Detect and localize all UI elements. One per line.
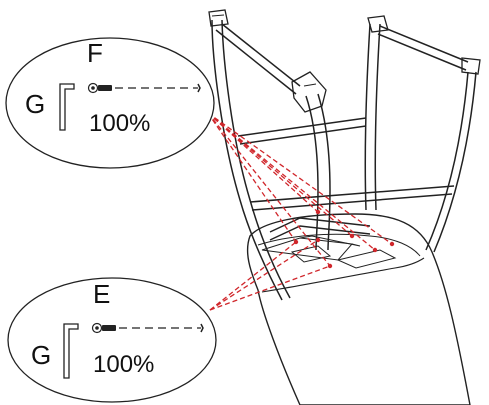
allen-key-icon — [63, 323, 79, 379]
leader-lines-bottom — [209, 239, 331, 311]
torque-label: 100% — [89, 110, 150, 137]
fastening-points — [293, 209, 395, 269]
part-letter: F — [87, 38, 103, 68]
bolt-icon — [91, 322, 116, 334]
callout-bottom: E G 100% — [7, 277, 217, 403]
seat-cushion — [246, 213, 471, 405]
callout-top: F G 100% — [5, 37, 215, 169]
bolt-icon — [87, 82, 112, 94]
torque-label: 100% — [93, 351, 154, 378]
allen-key-icon — [59, 83, 75, 131]
part-letter: E — [93, 279, 110, 309]
tool-letter: G — [31, 340, 51, 370]
chair-frame — [208, 9, 481, 301]
tool-letter: G — [25, 89, 45, 119]
leader-lines-top — [207, 112, 393, 267]
